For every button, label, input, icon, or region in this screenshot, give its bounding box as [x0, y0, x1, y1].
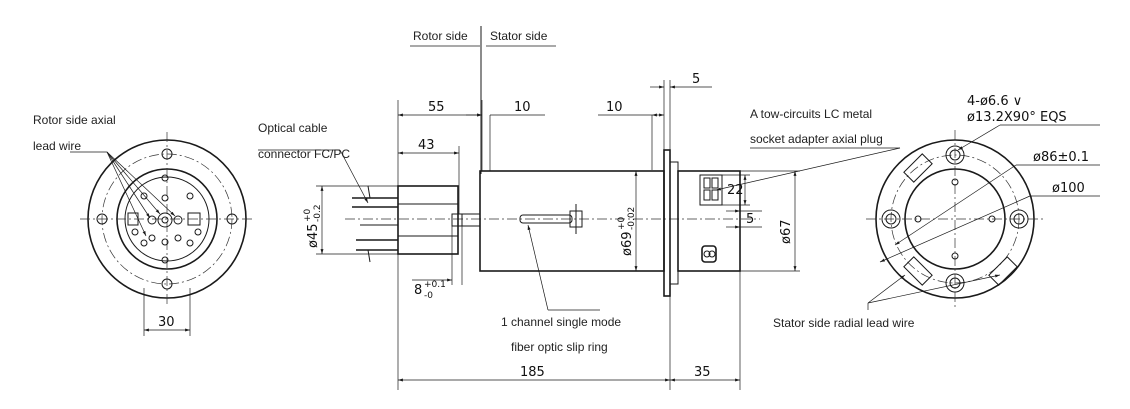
dim-10b: 10: [606, 100, 623, 115]
svg-text:-0: -0: [424, 291, 433, 301]
dim-35: 35: [694, 365, 711, 380]
dim-8: 8 +0.1 -0: [414, 280, 446, 301]
dim-5-top: 5: [692, 72, 700, 87]
dim-22: 22: [727, 183, 744, 198]
lc-label-2: socket adapter axial plug: [750, 132, 883, 146]
dim-67: ø67: [779, 220, 794, 245]
svg-text:+0.1: +0.1: [424, 280, 446, 290]
stator-end-view: [866, 124, 1100, 310]
rotor-side-label: Rotor side: [413, 29, 468, 43]
optical-cable-label-1: Optical cable: [258, 121, 328, 135]
dim-100: ø100: [1052, 181, 1085, 196]
rotor-axial-label-1: Rotor side axial: [33, 113, 116, 127]
dim-5-mid: 5: [746, 212, 754, 227]
rotor-axial-label-2: lead wire: [33, 139, 81, 153]
dim-69: ø69 +0 -0.02: [617, 207, 637, 256]
holes-spec-1: 4-ø6.6 ∨: [967, 94, 1022, 109]
svg-text:+0: +0: [303, 208, 313, 222]
lc-label-1: A tow-circuits LC metal: [750, 107, 872, 121]
svg-text:ø69: ø69: [620, 232, 635, 257]
stator-radial-label: Stator side radial lead wire: [773, 316, 915, 330]
rotor-end-view: [70, 132, 254, 336]
optical-cable-label-2: connector FC/PC: [258, 147, 350, 161]
dim-86: ø86±0.1: [1033, 150, 1089, 165]
dim-43: 43: [418, 138, 435, 153]
dim-30: 30: [158, 315, 175, 330]
svg-text:8: 8: [414, 283, 422, 298]
side-view: [258, 26, 901, 390]
svg-text:-0.2: -0.2: [313, 204, 323, 222]
fiber-label-2: fiber optic slip ring: [511, 340, 608, 354]
fiber-label-1: 1 channel single mode: [501, 315, 621, 329]
svg-text:ø45: ø45: [306, 224, 321, 249]
svg-text:-0.02: -0.02: [627, 207, 637, 230]
dim-185: 185: [520, 365, 545, 380]
stator-side-label: Stator side: [490, 29, 548, 43]
svg-text:+0: +0: [617, 216, 627, 230]
dim-45: ø45 +0 -0.2: [303, 204, 323, 248]
dim-10a: 10: [514, 100, 531, 115]
holes-spec-2: ø13.2X90° EQS: [967, 110, 1067, 125]
dim-55: 55: [428, 100, 445, 115]
